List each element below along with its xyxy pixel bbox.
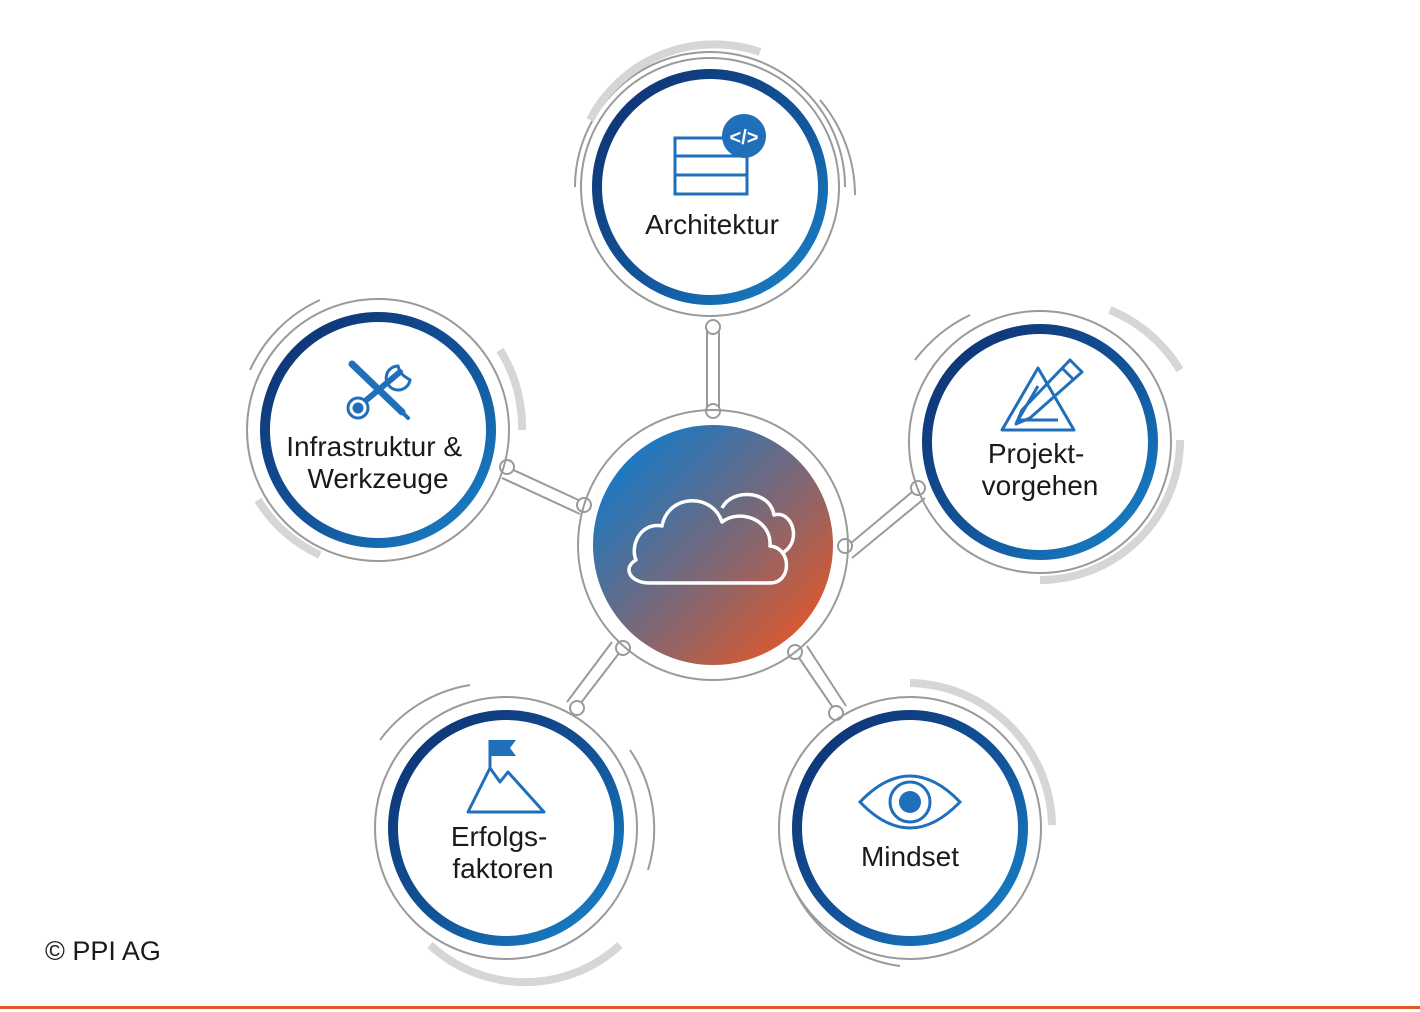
node-erfolgsfaktoren: Erfolgs- faktoren — [374, 684, 656, 987]
svg-text:Mindset: Mindset — [861, 841, 959, 872]
architecture-code-icon: </> — [673, 114, 766, 196]
node-projektvorgehen: Projekt- vorgehen — [908, 306, 1184, 584]
decor-rings — [778, 679, 1056, 967]
mountain-flag-icon — [466, 740, 546, 814]
eye-icon — [857, 774, 963, 830]
node-label-line: Werkzeuge — [307, 463, 448, 494]
node-mindset: Mindset — [778, 679, 1056, 967]
drafting-pencil-icon — [1000, 358, 1084, 432]
svg-text:</>: </> — [730, 127, 759, 149]
svg-text:Architektur: Architektur — [645, 209, 779, 240]
node-label-line: Projekt- — [988, 438, 1084, 469]
decor-rings — [246, 298, 527, 562]
node-label-line: Architektur — [645, 209, 779, 240]
node-label-line: Infrastruktur & — [286, 431, 462, 462]
node-label-line: vorgehen — [982, 470, 1099, 501]
connectors — [501, 330, 926, 713]
node-architektur: </> Architektur — [574, 40, 856, 317]
svg-text:Infrastruktur & Werkzeug: Infrastruktur & Werkzeuge — [286, 431, 470, 494]
copyright-notice: © PPI AG — [45, 936, 161, 966]
footer-divider — [0, 1006, 1420, 1009]
center-hub — [577, 409, 849, 681]
tools-icon — [346, 360, 412, 420]
svg-text:Projekt- vorgehen: Projekt- vorgehen — [982, 438, 1099, 501]
decor-rings — [574, 40, 856, 317]
node-label-line: Mindset — [861, 841, 959, 872]
svg-text:Erfolgs- faktoren: Erfolgs- faktoren — [451, 821, 555, 884]
node-label-line: Erfolgs- — [451, 821, 547, 852]
decor-rings — [374, 684, 656, 987]
node-label-line: faktoren — [452, 853, 553, 884]
cloud-icon — [627, 492, 796, 585]
node-infrastruktur: Infrastruktur & Werkzeuge — [246, 298, 527, 562]
decor-rings — [908, 306, 1184, 584]
